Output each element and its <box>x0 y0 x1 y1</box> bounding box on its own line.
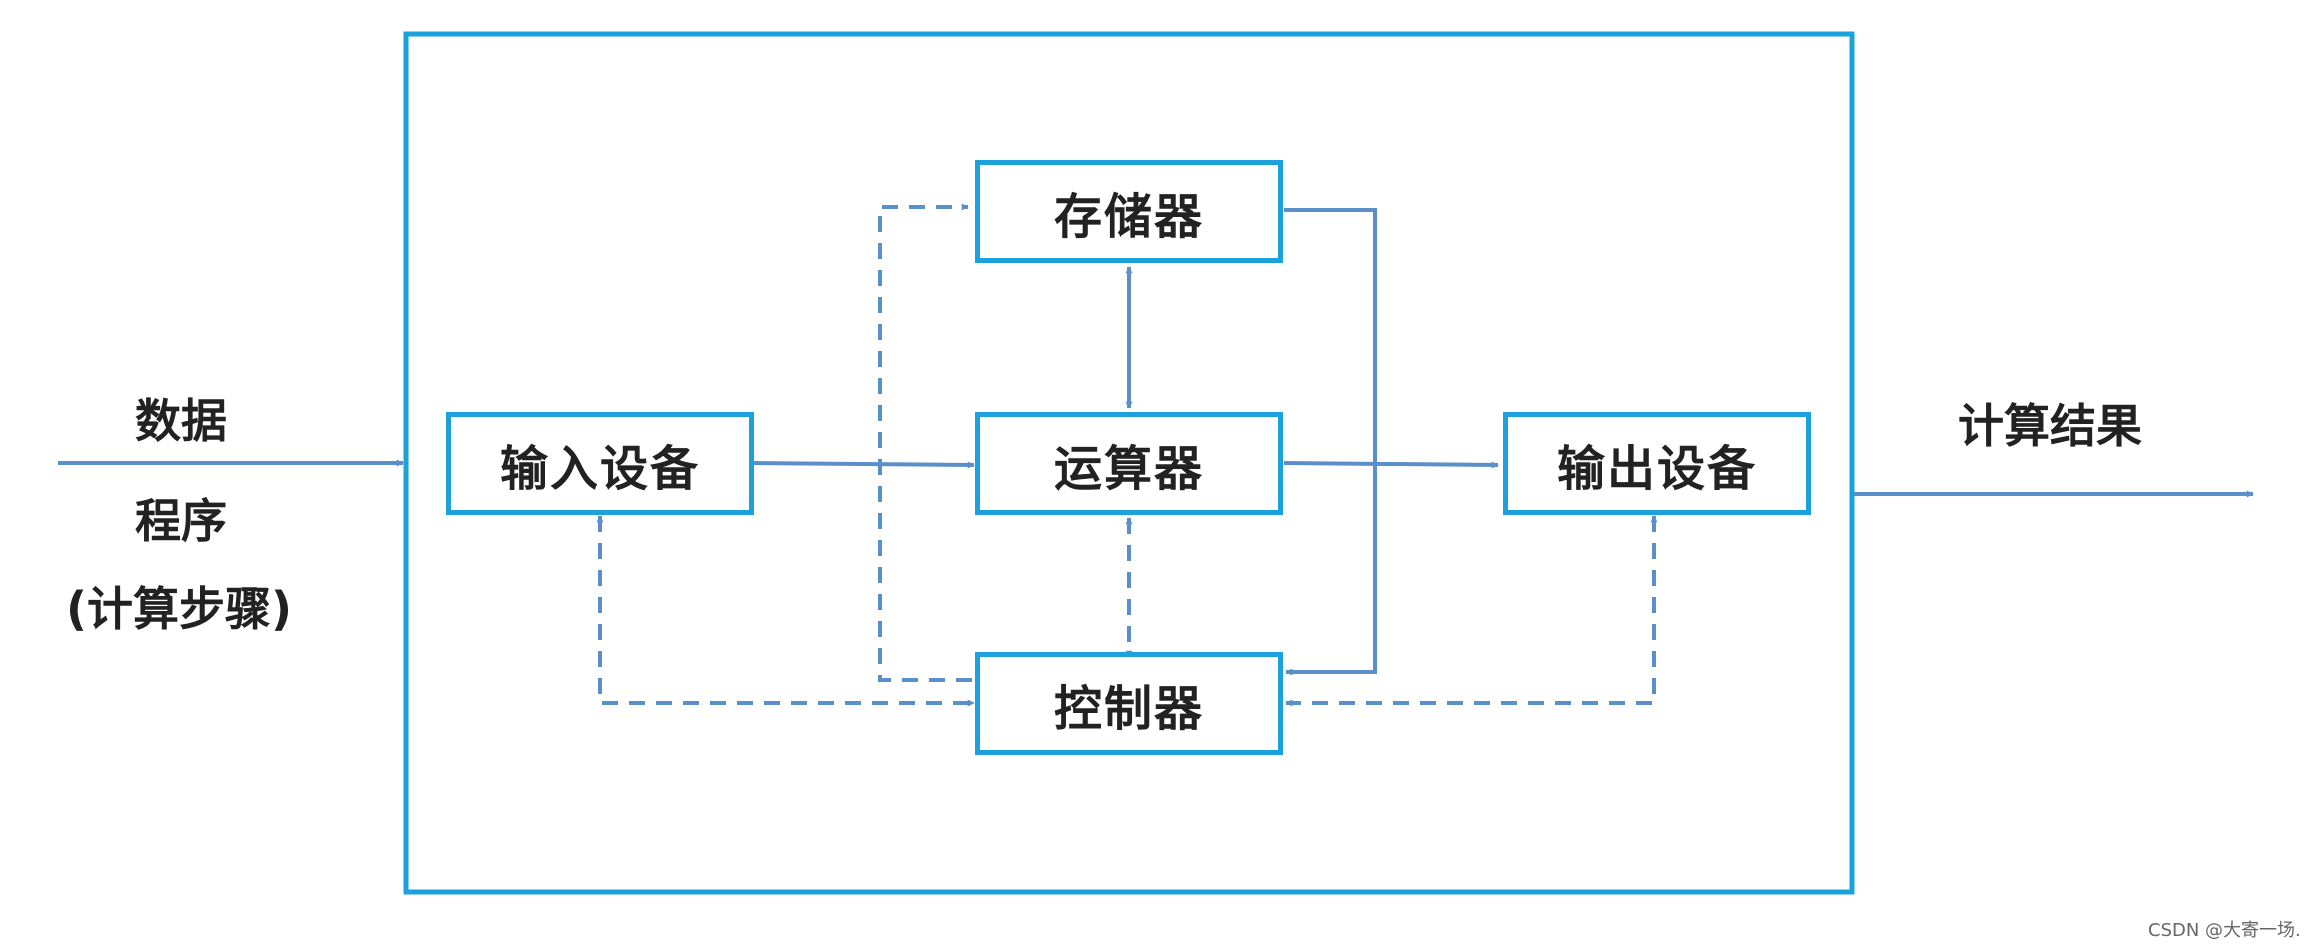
label-program: 程序 <box>135 494 227 548</box>
arrow-controller-to-memory <box>878 203 972 682</box>
input-device-box: 输入设备 <box>446 412 754 515</box>
arrow-controller-input <box>596 515 975 707</box>
controller-box: 控制器 <box>975 652 1283 755</box>
arrow-alu-to-output <box>1283 461 1499 469</box>
memory-box: 存储器 <box>975 160 1283 263</box>
watermark-text: CSDN @大寄一场. <box>2148 920 2301 941</box>
alu-box: 运算器 <box>975 412 1283 515</box>
output-device-box: 输出设备 <box>1503 412 1811 515</box>
label-data: 数据 <box>135 394 227 448</box>
arrow-controller-output <box>1285 515 1658 707</box>
arrow-memory-to-controller <box>1284 208 1377 676</box>
label-result: 计算结果 <box>1958 399 2142 453</box>
arrow-input-to-alu <box>753 461 975 469</box>
computer-outer-frame <box>403 31 1855 895</box>
label-steps: (计算步骤) <box>66 582 293 636</box>
